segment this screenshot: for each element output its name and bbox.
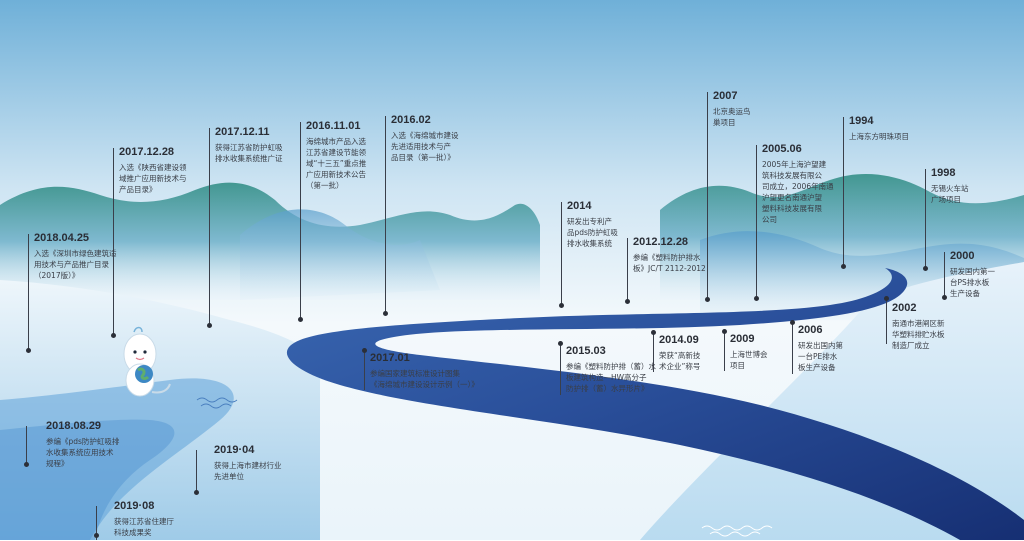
milestone-year: 2018.04.25	[34, 232, 90, 244]
milestone-year: 2019·08	[114, 500, 155, 512]
milestone-year: 2006	[798, 324, 823, 336]
milestone-year: 2014.09	[659, 334, 699, 346]
milestone-text: 研发国内第一 台PS排水板 生产设备	[950, 267, 995, 298]
milestone-text: 参编《塑料防护排水 板》JC/T 2112-2012	[633, 253, 706, 273]
milestone-year: 2017.01	[370, 352, 410, 364]
milestone-text: 无锡火车站 广场项目	[931, 184, 969, 204]
milestone-year: 2002	[892, 302, 917, 314]
milestone-year: 2012.12.28	[633, 236, 689, 248]
milestone-text: 2005年上海沪望建 筑科技发展有限公 司成立，2006年南通 沪望更名南通沪望…	[762, 160, 834, 224]
milestone-year: 2015.03	[566, 345, 606, 357]
milestone-text: 上海东方明珠项目	[849, 132, 909, 141]
milestone-year: 2016.02	[391, 114, 431, 126]
milestone-year: 1998	[931, 167, 956, 179]
milestone-year: 2009	[730, 333, 755, 345]
milestone-text: 上海世博会 项目	[730, 350, 768, 370]
milestone-year: 2018.08.29	[46, 420, 102, 432]
milestone-text: 获得江苏省住建厅 科技成果奖	[114, 517, 174, 537]
milestone-text: 入选《陕西省建设领 域推广应用新技术与 产品目录》	[119, 163, 187, 194]
milestone-text: 入选《海绵城市建设 先进适用技术与产 品目录（第一批）》	[391, 131, 459, 162]
milestone-text: 南通市港闸区新 华塑料排贮水板 制造厂成立	[892, 319, 945, 350]
milestone-text: 获得江苏省防护虹吸 排水收集系统推广证	[215, 143, 283, 163]
milestone-text: 参编国家建筑标准设计图集 《海绵城市建设设计示例（一）》	[370, 369, 479, 389]
wave-icon	[700, 522, 780, 537]
milestone-year: 2005.06	[762, 143, 802, 155]
wave-icon	[195, 395, 245, 409]
milestone-year: 2000	[950, 250, 975, 262]
milestone-text: 参编《塑料防护排（蓄）水 板建筑构造—HW高分子 防护排（蓄）水异形片》	[566, 362, 656, 393]
milestone-year: 2016.11.01	[306, 120, 361, 132]
milestone-text: 海绵城市产品入选 江苏省建设节能领 域“十三五”重点推 广应用新技术公告 （第一…	[306, 137, 367, 190]
milestone-year: 1994	[849, 115, 874, 127]
milestone-year: 2017.12.28	[119, 146, 175, 158]
milestone-year: 2007	[713, 90, 738, 102]
milestone-text: 获得上海市建材行业 先进单位	[214, 461, 282, 481]
milestone-year: 2014	[567, 200, 592, 212]
milestone-text: 荣获“高新技 术企业”称号	[659, 351, 701, 371]
milestone-text: 研发出专利产 品pds防护虹吸 排水收集系统	[567, 217, 618, 248]
milestone-text: 入选《深圳市绿色建筑适 用技术与产品推广目录 （2017版）》	[34, 249, 117, 280]
milestone-text: 参编《pds防护虹吸排 水收集系统应用技术 规程》	[46, 437, 120, 468]
whale-holding-globe-icon	[112, 322, 172, 402]
milestone-text: 北京奥运鸟 巢项目	[713, 107, 751, 127]
milestone-text: 研发出国内第 一台PE排水 板生产设备	[798, 341, 843, 372]
milestone-year: 2017.12.11	[215, 126, 270, 138]
milestone-year: 2019·04	[214, 444, 255, 456]
